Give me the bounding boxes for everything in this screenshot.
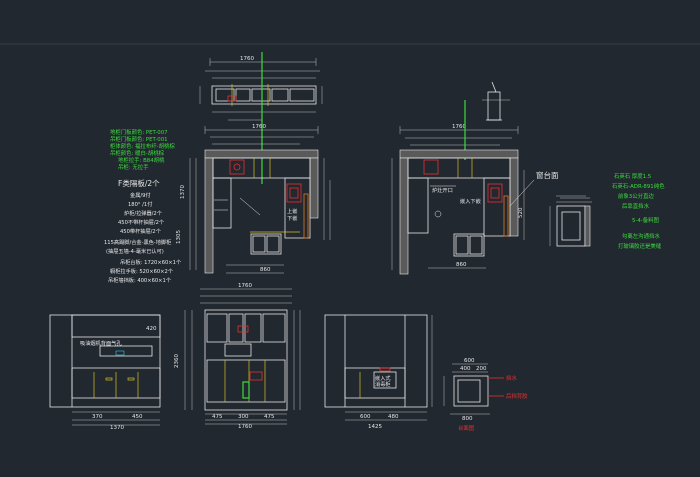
note-green-2: 吊柜门板颜色: PET-001 [110, 135, 168, 143]
right-green-1: 石英石 厚度1.5 [614, 172, 651, 180]
right-green-3: 前象3公分直边 [618, 192, 654, 200]
svg-text:370: 370 [92, 414, 103, 420]
detail-800: 800 [462, 416, 473, 422]
detail-red-1: 挡水 [506, 374, 517, 382]
left-notes-block: 地柜门板颜色: PET-007 吊柜门板颜色: PET-001 柜体颜色: 福拉… [104, 128, 182, 284]
elevation-middle: 1760 475 300 475 1760 2360 [174, 283, 301, 430]
plan-b-right-dim: 520 [518, 207, 524, 218]
note-white-4: 炉柜/拉弹器/2个 [124, 209, 163, 217]
note-green-4: 吊柜颜色: 暖白-胡桃棕 [110, 149, 165, 157]
right-detail-plan: 石英石 厚度1.5 石英石-ADR-891纯色 前象3公分直边 后靠直挡水 5-… [549, 172, 665, 250]
elev-mid-width: 1760 [238, 424, 252, 430]
elevation-left: 420 吸油烟机背面气孔 370 450 1370 [49, 314, 161, 431]
detail-400: 400 [460, 366, 471, 372]
floor-plan-b: 1760 嵌入下嵌 炉灶开口 860 520 窗台 [391, 81, 559, 275]
countertop-detail: 600 400 200 挡水 后挡背胶 800 台面图 [443, 358, 528, 432]
note-white-8: (抽屉五墙-4-毫米已认可) [106, 247, 164, 255]
detail-red-3: 台面图 [458, 424, 474, 432]
detail-red-2: 后挡背胶 [506, 392, 528, 400]
note-green-3: 柜体颜色: 福拉布纤-胡桃棕 [110, 142, 175, 150]
svg-text:300: 300 [238, 414, 249, 420]
svg-text:480: 480 [388, 414, 399, 420]
note-green-6: 吊柜: 无拉手 [118, 163, 149, 171]
dim-top-width: 1760 [240, 56, 254, 62]
right-green-6: 勾离左沟通挡水 [622, 232, 660, 240]
top-wall-cabinet-plan: 1760 [199, 56, 323, 121]
elev-mid-height: 2360 [174, 354, 180, 368]
detail-200: 200 [476, 366, 487, 372]
note-white-5: 450不带杆抽屉/2个 [118, 218, 165, 226]
note-white-6: 450带杆抽屉/2个 [120, 227, 162, 235]
svg-text:475: 475 [212, 414, 223, 420]
svg-text:600: 600 [360, 414, 371, 420]
note-white-10: 橱柜拉手板: 520×60×2个 [110, 267, 174, 275]
elev-right-label: 嵌入式 [375, 374, 391, 382]
right-green-4: 后靠直挡水 [622, 202, 650, 210]
plan-a-height-top: 1370 [180, 185, 186, 199]
plan-a-width: 1760 [252, 124, 266, 130]
note-white-7: 115高踢脚/合金-黑色-地脚柜 [104, 238, 171, 246]
note-white-11: 吊柜墙挡板: 400×60×1个 [108, 276, 172, 284]
note-white-3: 180° /1付 [128, 200, 152, 208]
plan-a-bottom-dim: 860 [260, 267, 271, 273]
elev-left-width: 1370 [110, 425, 124, 431]
floor-plan-a: 1760 上嵌 下嵌 860 1370 1305 [176, 124, 331, 274]
right-green-2: 石英石-ADR-891纯色 [612, 182, 665, 190]
svg-text:下嵌: 下嵌 [287, 215, 297, 222]
plan-b-width: 1760 [452, 124, 466, 130]
window-label: 窗台面 [536, 170, 559, 180]
elev-left-label: 吸油烟机背面气孔 [80, 339, 122, 347]
note-white-1: F类隔板/2个 [118, 178, 160, 188]
plan-b-red-label: 嵌入下嵌 [460, 198, 481, 205]
plan-a-red-label: 上嵌 [287, 207, 297, 215]
note-green-1: 地柜门板颜色: PET-007 [110, 128, 168, 136]
svg-text:450: 450 [132, 414, 143, 420]
elevation-right: 嵌入式 消毒柜 600 480 1425 [324, 314, 433, 430]
elev-right-width: 1425 [368, 424, 382, 430]
right-green-5: 5-4-备料图 [632, 216, 659, 224]
svg-text:炉灶开口: 炉灶开口 [432, 186, 453, 194]
right-green-7: 打玻璃胶还是美缝 [618, 242, 662, 250]
note-white-2: 金属/9付 [130, 191, 151, 199]
svg-text:420: 420 [146, 326, 157, 332]
svg-text:475: 475 [264, 414, 275, 420]
plan-a-height-bottom: 1305 [176, 230, 182, 244]
note-green-5: 地柜拉手: B84胡桃 [118, 156, 165, 164]
elev-mid-top: 1760 [238, 283, 252, 289]
detail-600-top: 600 [464, 358, 475, 364]
svg-text:消毒柜: 消毒柜 [375, 380, 391, 388]
note-white-9: 吊柜台板: 1720×60×1个 [120, 258, 182, 266]
plan-b-bottom-dim: 860 [456, 262, 467, 268]
